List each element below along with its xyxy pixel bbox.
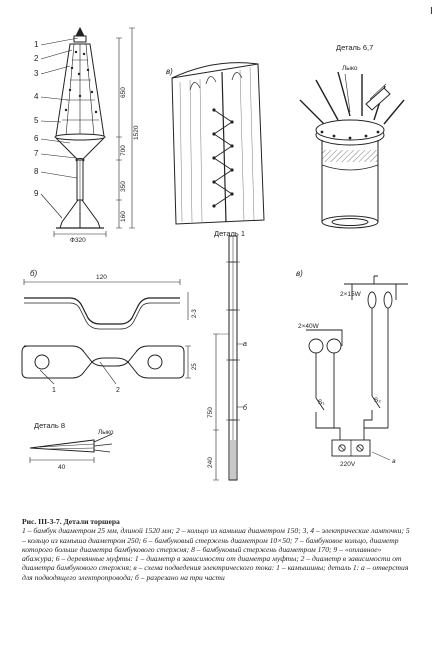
stem-detail-drawing — [213, 235, 244, 481]
caption-title: Рис. III-3-7. Детали торшера — [22, 517, 120, 526]
floor-lamp-drawing — [40, 26, 135, 237]
wiring-schematic — [306, 275, 408, 461]
callout-9: 9 — [34, 189, 39, 198]
dim-700: 700 — [120, 145, 127, 156]
wiring-labels: в) 2×15W 2×40W S₁ S₂ а 220V — [296, 269, 396, 468]
callout-1: 1 — [34, 40, 39, 49]
floor-lamp-dimensions: 650 1520 700 350 160 Ф320 — [70, 87, 140, 244]
bracket-drawing — [21, 279, 191, 385]
callout-8: 8 — [34, 167, 39, 176]
dim-350: 350 — [120, 181, 127, 192]
wiring-switch-2: S₂ — [374, 397, 381, 404]
stem-mark-b: б — [243, 404, 248, 412]
dim-1520: 1520 — [133, 125, 140, 140]
shade-panel-drawing — [171, 62, 265, 225]
wiring-lamps-left: 2×40W — [298, 323, 320, 330]
bracket-dim-thickness: 2-3 — [192, 309, 198, 318]
callout-6: 6 — [34, 134, 39, 143]
stake-detail-label: Деталь 8 — [34, 421, 65, 430]
stem-detail-label: Деталь 1 — [214, 229, 245, 238]
socket-detail-drawing — [299, 71, 405, 229]
wiring-mark-a: а — [392, 458, 396, 465]
bracket-callout-1: 1 — [52, 387, 56, 394]
callout-4: 4 — [34, 92, 39, 101]
dim-650: 650 — [120, 87, 127, 98]
stake-detail-dim: 40 — [58, 464, 66, 471]
dim-base-diameter: Ф320 — [70, 237, 86, 244]
wiring-switch-1: S₁ — [318, 399, 325, 406]
wiring-label: в) — [296, 269, 303, 278]
dim-160: 160 — [120, 211, 127, 222]
bracket-dim-25: 25 — [192, 363, 198, 370]
page-number: I — [430, 6, 433, 17]
bracket-dim-120: 120 — [96, 274, 107, 281]
bracket-callout-2: 2 — [116, 387, 120, 394]
wiring-lamps-top: 2×15W — [340, 291, 362, 298]
callout-3: 3 — [34, 69, 39, 78]
figure-caption: Рис. III-3-7. Детали торшера 1 – бамбук … — [22, 517, 412, 582]
socket-detail-rope: Лыко — [342, 65, 358, 72]
floor-lamp-callouts: 1 2 3 4 5 6 7 8 9 — [34, 40, 39, 198]
shade-panel-label: в) — [166, 67, 173, 76]
caption-body: 1 – бамбук диаметром 25 мм, длиной 1520 … — [22, 526, 410, 582]
bracket-label: б) — [30, 269, 38, 278]
callout-5: 5 — [34, 116, 39, 125]
stem-dim-750: 750 — [207, 407, 214, 418]
socket-detail-label: Деталь 6,7 — [336, 43, 373, 52]
wiring-voltage: 220V — [340, 461, 356, 468]
callout-2: 2 — [34, 54, 39, 63]
callout-7: 7 — [34, 149, 39, 158]
stem-mark-a: а — [243, 341, 247, 348]
stem-dim-240: 240 — [207, 457, 214, 468]
stake-detail-rope: Лыко — [98, 429, 114, 436]
stake-detail-drawing — [29, 433, 113, 463]
